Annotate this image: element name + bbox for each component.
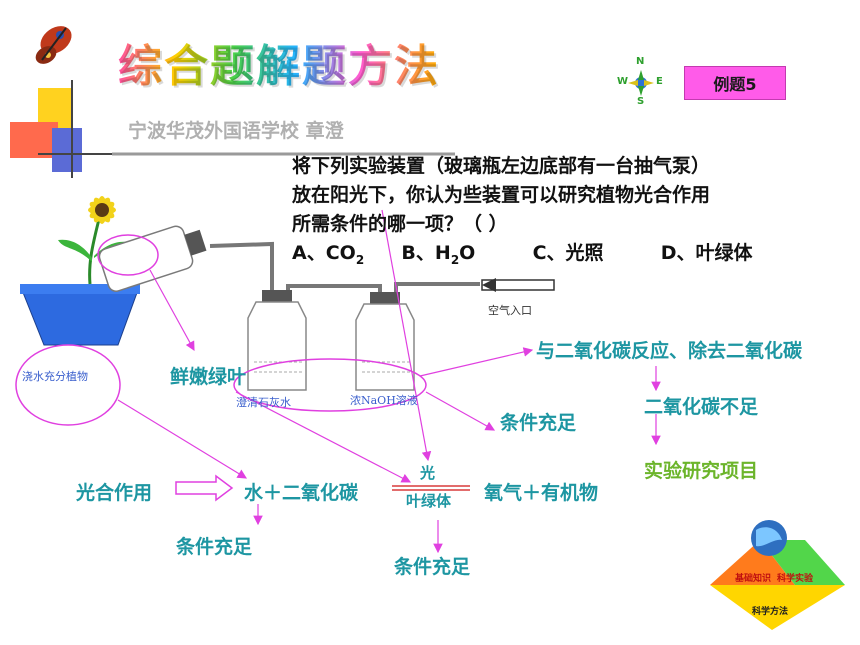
process-arrow	[175, 474, 234, 502]
decorative-blocks	[10, 80, 455, 178]
compass-e: E	[656, 76, 663, 87]
reaction-line	[392, 485, 470, 491]
photosynthesis-label: 光合作用	[76, 482, 153, 504]
question-line-2: 放在阳光下，你认为些装置可以研究植物光合作用	[292, 184, 711, 206]
water-plant-label: 浇水充分植物	[22, 370, 88, 383]
option-b[interactable]: B、H2O	[401, 242, 476, 267]
option-c[interactable]: C、光照	[532, 242, 604, 264]
condition-sufficient-1: 条件充足	[500, 412, 577, 434]
co2-insufficient-label: 二氧化碳不足	[644, 396, 759, 418]
page-title: 综合题解题方法	[118, 30, 440, 94]
naoh-label: 浓NaOH溶液	[350, 394, 418, 407]
knowledge-triangle	[710, 520, 845, 630]
answer-options: A、CO2 B、H2O C、光照 D、叶绿体	[292, 239, 852, 275]
compass-icon	[628, 70, 654, 96]
fresh-leaf-label: 鲜嫩绿叶	[170, 366, 247, 388]
question-block: 将下列实验装置（玻璃瓶左边底部有一台抽气泵） 放在阳光下，你认为些装置可以研究植…	[292, 152, 852, 275]
leaf-oval	[97, 234, 159, 276]
react-co2-label: 与二氧化碳反应、除去二氧化碳	[536, 340, 803, 362]
bottle-limewater	[247, 290, 307, 391]
option-d[interactable]: D、叶绿体	[660, 242, 753, 264]
option-a[interactable]: A、CO2	[292, 242, 365, 267]
air-inlet-label: 空气入口	[488, 304, 532, 317]
condition-sufficient-2: 条件充足	[176, 536, 253, 558]
light-label: 光	[420, 464, 436, 482]
compass-n: N	[636, 56, 645, 67]
compass-w: W	[617, 76, 629, 87]
example-badge[interactable]: 例题5	[684, 66, 786, 100]
triangle-label-bottom: 科学方法	[752, 607, 789, 617]
bottles-oval	[233, 358, 427, 412]
glass-bottle-tilted	[98, 225, 207, 292]
butterfly-icon	[35, 26, 72, 64]
chlorophyll-label: 叶绿体	[406, 492, 452, 510]
flow-arrows	[117, 209, 661, 554]
compass-s: S	[637, 96, 645, 107]
question-line-3: 所需条件的哪一项？（ ）	[292, 213, 508, 235]
triangle-label-left: 基础知识	[735, 574, 772, 584]
potted-plant	[20, 196, 140, 346]
products-label: 氧气＋有机物	[484, 482, 599, 504]
bottle-naoh	[355, 292, 415, 391]
limewater-label: 澄清石灰水	[236, 396, 291, 409]
condition-sufficient-3: 条件充足	[394, 556, 471, 578]
author-line: 宁波华茂外国语学校 章澄	[128, 120, 344, 142]
air-inlet-arrow	[481, 278, 555, 292]
triangle-label-right: 科学实验	[777, 574, 814, 584]
reactants-label: 水＋二氧化碳	[244, 482, 359, 504]
research-item-label: 实验研究项目	[644, 460, 759, 482]
water-oval	[15, 344, 121, 426]
question-line-1: 将下列实验装置（玻璃瓶左边底部有一台抽气泵）	[292, 155, 711, 177]
